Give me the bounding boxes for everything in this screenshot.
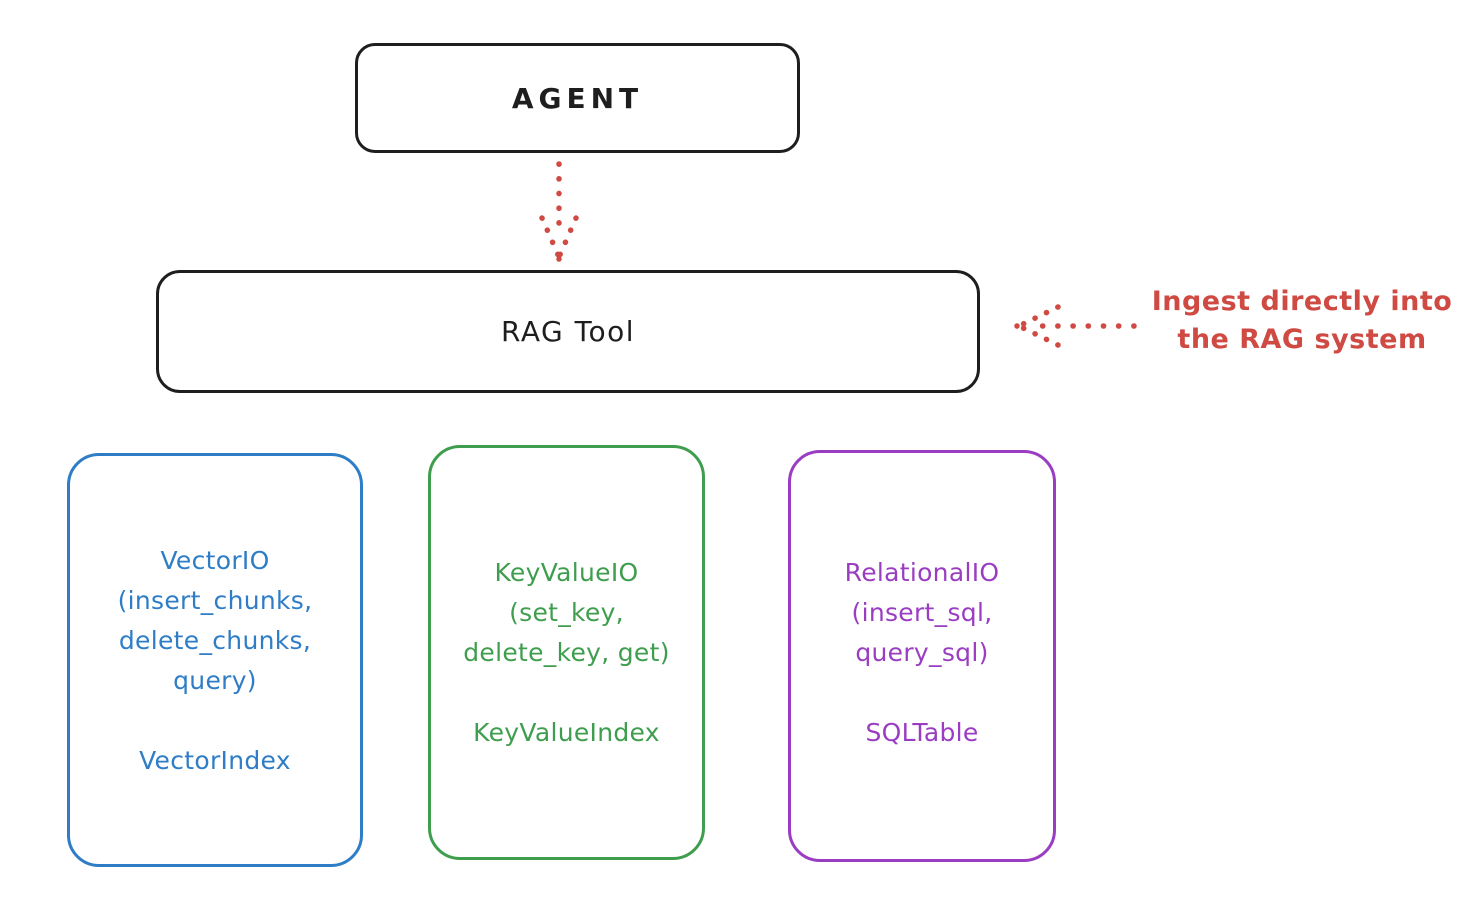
vector-io-method-line: query) — [173, 666, 257, 695]
relational-io-title: RelationalIO — [844, 558, 1000, 587]
annotation-line-1: Ingest directly into — [1151, 286, 1453, 317]
agent-label: AGENT — [511, 81, 644, 115]
sql-table-label: SQLTable — [865, 718, 979, 747]
keyvalue-io-title: KeyValueIO — [494, 558, 639, 587]
dotted-down-arrow-icon — [537, 160, 581, 264]
vector-io-method-line: delete_chunks, — [118, 626, 312, 655]
vector-io-title: VectorIO — [160, 546, 270, 575]
keyvalue-io-box: KeyValueIO (set_key, delete_key, get) Ke… — [428, 445, 705, 860]
keyvalue-io-method-line: delete_key, get) — [463, 638, 670, 667]
keyvalue-index-label: KeyValueIndex — [473, 718, 660, 747]
rag-tool-box: RAG Tool — [156, 270, 980, 393]
vector-io-box: VectorIO (insert_chunks, delete_chunks, … — [67, 453, 363, 867]
annotation-text: Ingest directly into the RAG system — [1128, 283, 1476, 359]
relational-io-box: RelationalIO (insert_sql, query_sql) SQL… — [788, 450, 1056, 862]
agent-box: AGENT — [355, 43, 800, 153]
keyvalue-io-method-line: (set_key, — [509, 598, 624, 627]
rag-tool-label: RAG Tool — [501, 315, 635, 348]
relational-io-method-line: query_sql) — [855, 638, 989, 667]
annotation-line-2: the RAG system — [1177, 324, 1427, 355]
relational-io-method-line: (insert_sql, — [851, 598, 993, 627]
dotted-left-arrow-icon — [1012, 300, 1138, 352]
vector-index-label: VectorIndex — [139, 746, 291, 775]
vector-io-method-line: (insert_chunks, — [117, 586, 313, 615]
